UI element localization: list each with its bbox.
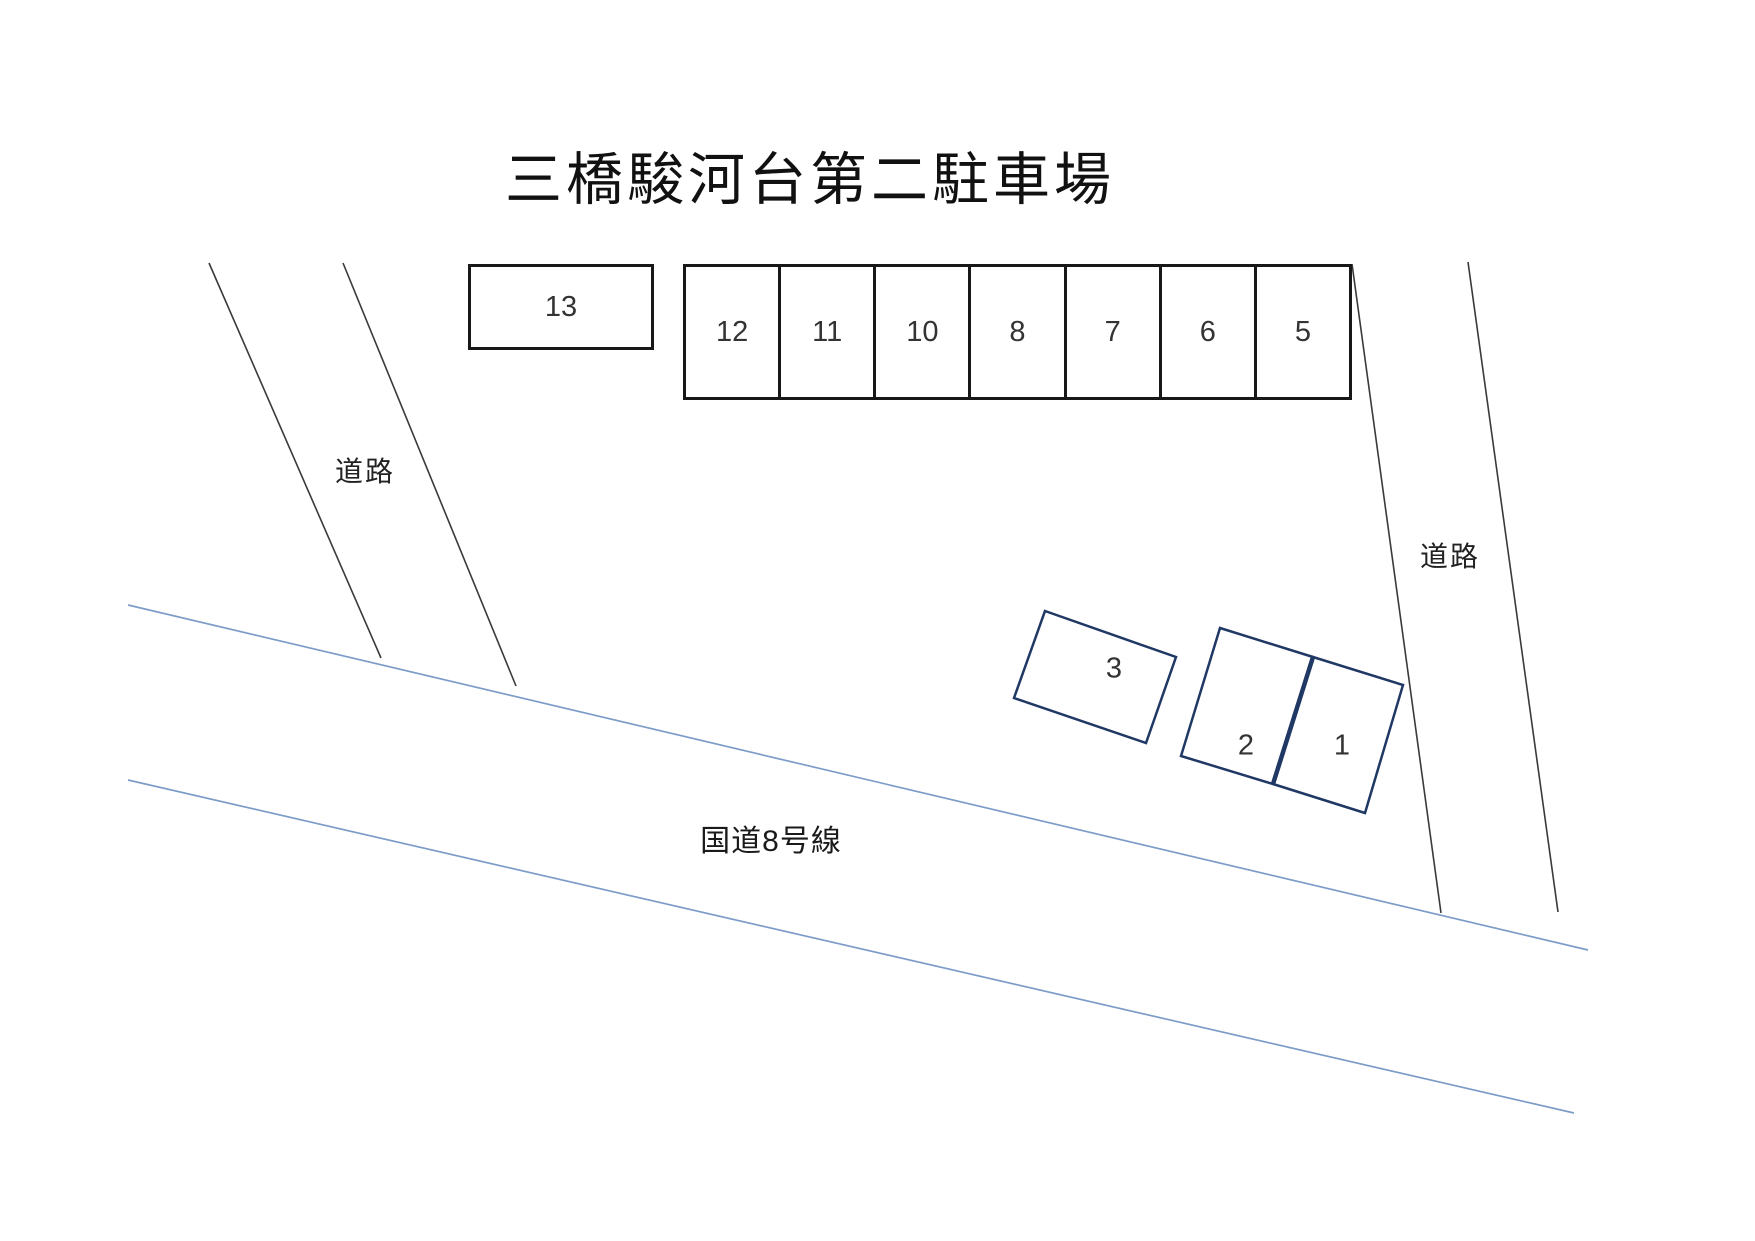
stall-13: 13 bbox=[468, 264, 654, 350]
stall-cell-12: 12 bbox=[686, 267, 782, 397]
stall-8-label: 8 bbox=[1009, 315, 1026, 348]
stall-cell-7: 7 bbox=[1067, 267, 1162, 397]
stall-2-label: 2 bbox=[1237, 729, 1255, 762]
road-label-right: 道路 bbox=[1419, 541, 1481, 572]
stall-row: 12 11 10 8 7 6 5 bbox=[683, 264, 1352, 400]
stall-1-label: 1 bbox=[1333, 729, 1351, 762]
stall-13-label: 13 bbox=[544, 290, 578, 323]
stall-12-label: 12 bbox=[715, 315, 749, 348]
page-title: 三橋駿河台第二駐車場 bbox=[505, 148, 1115, 212]
stall-5-label: 5 bbox=[1294, 315, 1311, 348]
stall-cell-5: 5 bbox=[1257, 267, 1349, 397]
stall-3-label: 3 bbox=[1105, 652, 1123, 685]
stall-6-label: 6 bbox=[1199, 315, 1216, 348]
stall-11-label: 11 bbox=[812, 315, 843, 348]
right-road-edge-line-west bbox=[1351, 263, 1442, 914]
right-road-edge-line-east bbox=[1467, 261, 1559, 913]
stall-cell-11: 11 bbox=[781, 267, 877, 397]
left-road-edge-line-west bbox=[208, 262, 382, 659]
stall-3-outline bbox=[1012, 609, 1178, 745]
stall-cell-10: 10 bbox=[876, 267, 972, 397]
road-label-left: 道路 bbox=[334, 456, 396, 487]
highway-edge-line-lower bbox=[127, 779, 1575, 1114]
stall-10-label: 10 bbox=[906, 315, 939, 348]
highway-label: 国道8号線 bbox=[700, 825, 842, 858]
stall-cell-6: 6 bbox=[1162, 267, 1257, 397]
highway-edge-line-upper bbox=[127, 604, 1589, 951]
left-road-edge-line-east bbox=[342, 262, 517, 687]
stall-7-label: 7 bbox=[1104, 315, 1121, 348]
stall-cell-8: 8 bbox=[971, 267, 1067, 397]
stall-1-2-divider-line bbox=[1270, 656, 1316, 785]
